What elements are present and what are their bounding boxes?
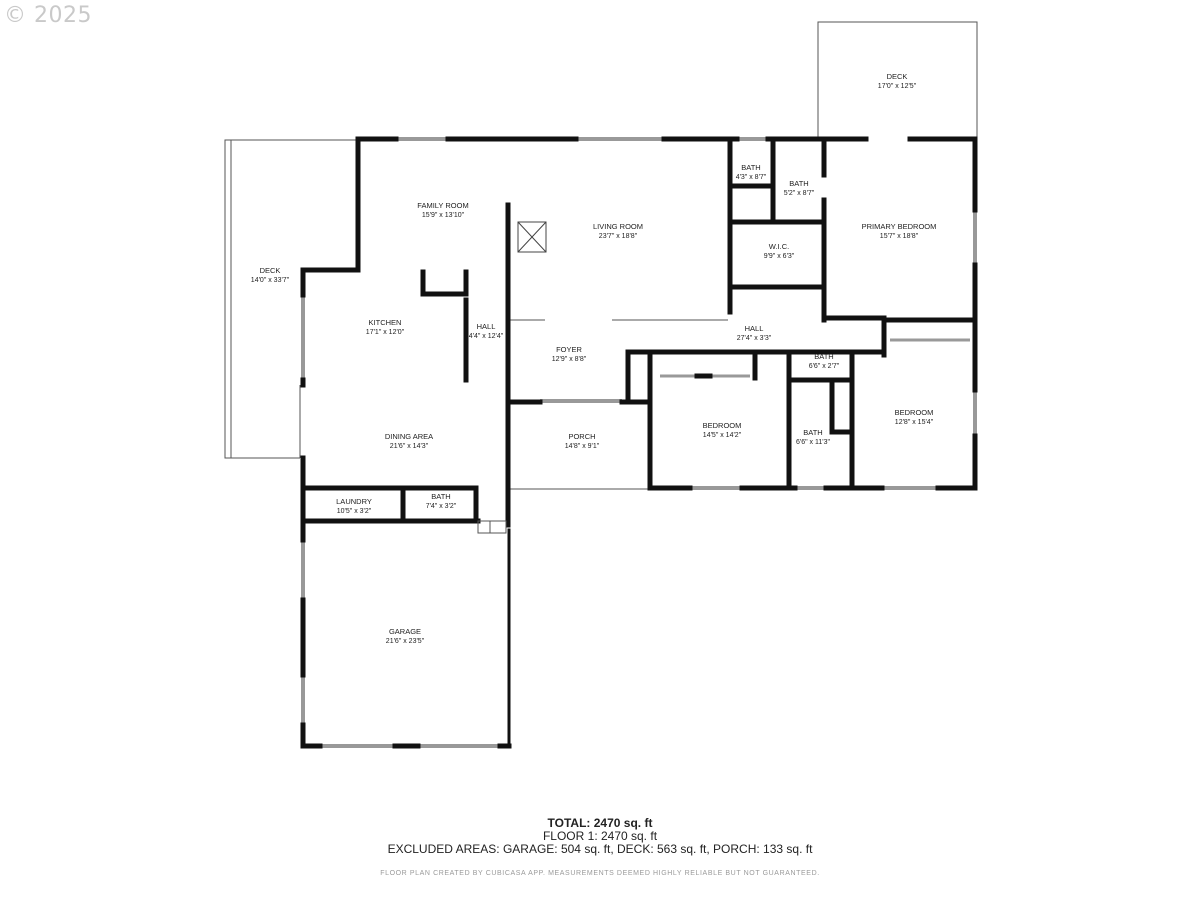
svg-text:W.I.C.: W.I.C. [769,242,789,251]
excluded-areas: EXCLUDED AREAS: GARAGE: 504 sq. ft, DECK… [387,842,813,856]
svg-text:14'8" x 9'1": 14'8" x 9'1" [565,443,600,450]
svg-text:14'0" x 33'7": 14'0" x 33'7" [251,277,290,284]
svg-text:PRIMARY BEDROOM: PRIMARY BEDROOM [862,222,937,231]
fireplace-icon [517,221,547,253]
svg-text:HALL: HALL [477,322,496,331]
svg-text:12'8" x 15'4": 12'8" x 15'4" [895,419,934,426]
svg-text:LIVING ROOM: LIVING ROOM [593,222,643,231]
svg-text:BATH: BATH [803,428,822,437]
svg-text:12'9" x 8'8": 12'9" x 8'8" [552,356,587,363]
walls [300,136,978,749]
room-label-bath-a: BATH 4'3" x 8'7" [736,163,767,181]
copyright-watermark: © 2025 [4,3,92,28]
room-label-foyer: FOYER 12'9" x 8'8" [552,345,587,363]
thin-outlines [224,21,978,748]
svg-text:17'0" x 12'5": 17'0" x 12'5" [878,83,917,90]
svg-text:BATH: BATH [814,352,833,361]
svg-text:27'4" x 3'3": 27'4" x 3'3" [737,335,772,342]
svg-text:BATH: BATH [789,179,808,188]
room-label-garage: GARAGE 21'6" x 23'5" [386,627,425,645]
svg-text:FAMILY ROOM: FAMILY ROOM [417,201,468,210]
svg-text:15'7" x 18'8": 15'7" x 18'8" [880,233,919,240]
room-label-living-room: LIVING ROOM 23'7" x 18'8" [593,222,643,240]
garage-steps [477,520,507,534]
room-label-bedroom-a: BEDROOM 12'8" x 15'4" [895,408,934,426]
svg-text:5'2" x 8'7": 5'2" x 8'7" [784,190,815,197]
svg-text:14'5" x 14'2": 14'5" x 14'2" [703,432,742,439]
svg-text:6'6" x 2'7": 6'6" x 2'7" [809,363,840,370]
room-label-porch: PORCH 14'8" x 9'1" [565,432,600,450]
svg-text:KITCHEN: KITCHEN [369,318,402,327]
area-summary: TOTAL: 2470 sq. ft FLOOR 1: 2470 sq. ft … [0,817,1200,856]
room-label-family-room: FAMILY ROOM 15'9" x 13'10" [417,201,468,219]
total-area: TOTAL: 2470 sq. ft [547,816,653,830]
svg-text:9'9" x 6'3": 9'9" x 6'3" [764,253,795,260]
svg-text:21'6" x 14'3": 21'6" x 14'3" [390,443,429,450]
svg-text:GARAGE: GARAGE [389,627,421,636]
svg-text:DECK: DECK [260,266,281,275]
room-label-primary-bedroom: PRIMARY BEDROOM 15'7" x 18'8" [862,222,937,240]
room-labels: DECK 17'0" x 12'5" BATH 4'3" x 8'7" BATH 5'… [251,72,937,645]
disclaimer: FLOOR PLAN CREATED BY CUBICASA APP. MEAS… [380,870,820,877]
room-label-deck-left: DECK 14'0" x 33'7" [251,266,290,284]
svg-text:PORCH: PORCH [568,432,595,441]
svg-text:17'1" x 12'0": 17'1" x 12'0" [366,329,405,336]
svg-text:BATH: BATH [741,163,760,172]
floor-area: FLOOR 1: 2470 sq. ft [542,829,658,843]
svg-text:21'6" x 23'5": 21'6" x 23'5" [386,638,425,645]
svg-text:6'6" x 11'3": 6'6" x 11'3" [796,439,830,446]
svg-text:15'9" x 13'10": 15'9" x 13'10" [422,212,465,219]
room-label-bath-c: BATH 6'6" x 2'7" [809,352,840,370]
svg-text:FOYER: FOYER [556,345,582,354]
svg-text:BEDROOM: BEDROOM [703,421,742,430]
svg-text:DINING AREA: DINING AREA [385,432,433,441]
room-label-hall-b: HALL 27'4" x 3'3" [737,324,772,342]
room-label-wic: W.I.C. 9'9" x 6'3" [764,242,795,260]
room-label-hall-a: HALL 4'4" x 12'4" [469,322,504,340]
room-label-bedroom-b: BEDROOM 14'5" x 14'2" [703,421,742,439]
svg-text:HALL: HALL [745,324,764,333]
room-label-dining-area: DINING AREA 21'6" x 14'3" [385,432,433,450]
svg-text:10'5" x 3'2": 10'5" x 3'2" [337,508,372,515]
room-label-bath-e: BATH 7'4" x 3'2" [426,492,457,510]
svg-text:LAUNDRY: LAUNDRY [336,497,372,506]
svg-text:23'7" x 18'8": 23'7" x 18'8" [599,233,638,240]
room-label-bath-b: BATH 5'2" x 8'7" [784,179,815,197]
svg-text:BATH: BATH [431,492,450,501]
svg-text:7'4" x 3'2": 7'4" x 3'2" [426,503,457,510]
svg-text:DECK: DECK [887,72,908,81]
svg-text:4'3" x 8'7": 4'3" x 8'7" [736,174,767,181]
svg-text:4'4" x 12'4": 4'4" x 12'4" [469,333,504,340]
room-label-laundry: LAUNDRY 10'5" x 3'2" [336,497,372,515]
room-label-bath-d: BATH 6'6" x 11'3" [796,428,830,446]
svg-text:BEDROOM: BEDROOM [895,408,934,417]
room-label-deck-top: DECK 17'0" x 12'5" [878,72,917,90]
room-label-kitchen: KITCHEN 17'1" x 12'0" [366,318,405,336]
